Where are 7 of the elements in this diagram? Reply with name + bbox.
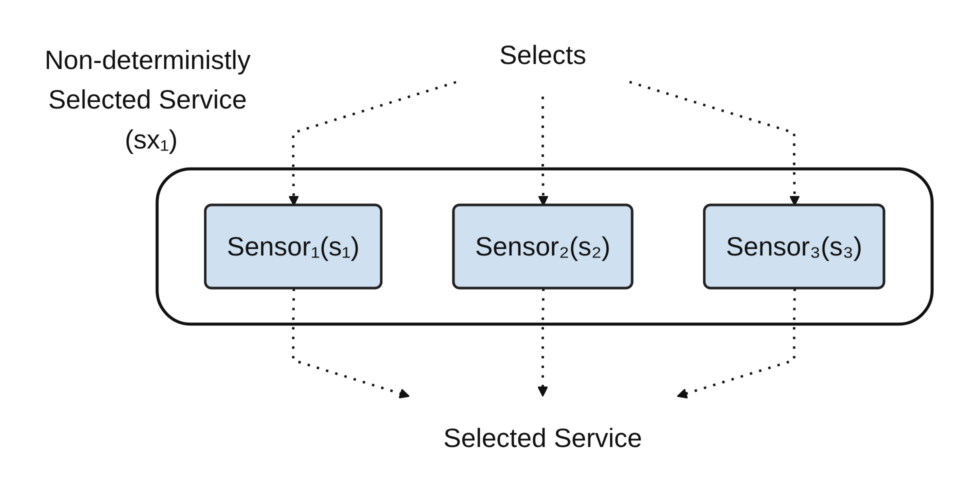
node-label: Non-deterministly Selected Service (sx₁) (44, 44, 251, 154)
cluster (156, 167, 934, 326)
arrow (292, 288, 410, 399)
node-text: Selected Service (443, 422, 642, 453)
arrow (676, 288, 796, 399)
arrow (537, 288, 548, 397)
node-text: Selects (499, 40, 586, 70)
